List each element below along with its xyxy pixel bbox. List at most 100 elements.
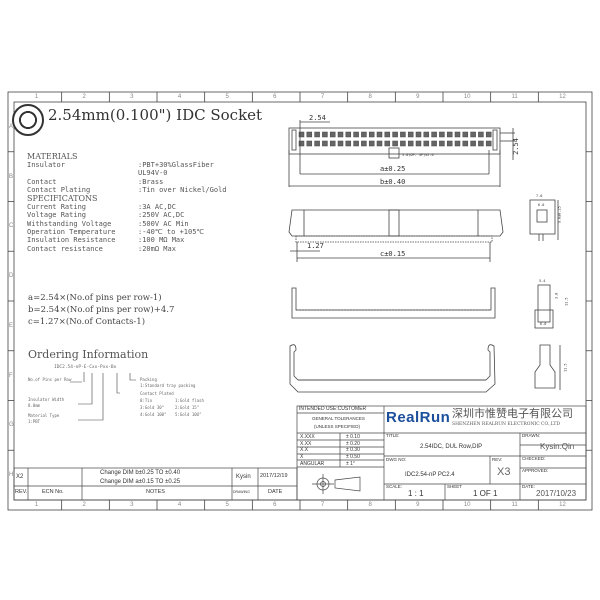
column-label: 4 xyxy=(177,94,182,100)
rev-header: REV. xyxy=(15,489,28,495)
spec-row: Operation Temperature :-40℃ to +105℃ xyxy=(27,228,227,236)
row-label: A xyxy=(9,123,14,130)
dim-side-w1: 7.0 xyxy=(536,194,543,198)
pin-hole xyxy=(345,131,352,138)
note-material: Material Type xyxy=(28,413,60,418)
dim-base-w: 6.0 xyxy=(540,322,547,326)
tolerance-key: X.XXX xyxy=(300,434,315,440)
pin-hole xyxy=(345,140,352,147)
drawing-title: 2.54IDC, DUL Row,DIP xyxy=(420,444,483,450)
formula-c: c=1.27×(No.of Contacts-1) xyxy=(28,317,146,327)
pin-hole xyxy=(485,131,492,138)
plated-option: 0:Tin xyxy=(140,398,153,403)
pin-hole xyxy=(384,140,391,147)
revision-rev: X2 xyxy=(16,474,24,480)
column-label: 3 xyxy=(130,94,134,100)
pin-hole xyxy=(400,140,406,147)
column-label: 11 xyxy=(511,94,518,100)
spec-row: Insulator:PBT+30%GlassFiber xyxy=(27,161,227,169)
dim-pitch: 2.54 xyxy=(309,114,326,122)
tolerance-row: X.XX± 0.20 xyxy=(300,441,384,448)
company-chinese: 深圳市惟赞电子有限公司 xyxy=(452,407,573,420)
pin-hole xyxy=(446,131,453,138)
pin-hole xyxy=(329,140,336,147)
specifications-heading: SPECIFICATONS xyxy=(27,194,98,204)
pin-hole xyxy=(322,140,328,147)
row-label: G xyxy=(9,422,14,429)
spec-value: :3A AC,DC xyxy=(138,203,176,212)
column-label: 7 xyxy=(320,502,325,508)
note-plated: Contact Plated xyxy=(140,391,174,396)
spec-value: :-40℃ to +105℃ xyxy=(138,228,205,237)
column-label: 12 xyxy=(559,94,566,100)
row-label: B xyxy=(9,173,14,180)
revision-block xyxy=(13,467,298,501)
spec-value: :PBT+30%GlassFiber xyxy=(138,161,214,169)
spec-row: Voltage Rating:250V AC,DC xyxy=(27,211,227,219)
spec-value: :20mΩ Max xyxy=(138,244,176,253)
spec-row: Contact:Brass xyxy=(27,178,227,186)
bottom-view-2 xyxy=(289,344,561,393)
drawn-label: DRAWN: xyxy=(522,433,541,438)
spec-label: Operation Temperature xyxy=(27,228,116,237)
dim-bottom-h: 11.5 xyxy=(563,363,568,372)
pin-hole xyxy=(478,131,484,138)
spec-label: Contact resistance xyxy=(27,244,103,253)
tolerance-row: ANGULAR± 1° xyxy=(300,461,384,468)
spec-label: Withstanding Voltage xyxy=(27,219,112,228)
plated-option: 1:Gold flash xyxy=(175,398,204,403)
plated-option: 2:Gold 15" xyxy=(175,405,200,410)
column-label: 4 xyxy=(177,502,182,508)
page-title: 2.54mm(0.100") IDC Socket xyxy=(48,106,263,124)
pin-hole xyxy=(314,131,320,138)
spec-value: :Tin over Nickel/Gold xyxy=(138,185,227,194)
ordering-leaders xyxy=(70,372,136,421)
pin-hole xyxy=(431,140,437,147)
tolerance-key: X.X xyxy=(300,447,309,454)
column-label: 3 xyxy=(130,502,134,508)
pin-hole xyxy=(329,131,336,138)
dim-half-pitch: 1.27 xyxy=(307,242,324,250)
dwg-label: DWG NO: xyxy=(386,457,407,462)
tolerance-row: X.XXX± 0.10 xyxy=(300,434,384,441)
side-view xyxy=(529,199,559,241)
date-value: 2017/10/23 xyxy=(536,489,577,498)
tolerance-value: ± 0.30 xyxy=(346,447,360,454)
column-label: 12 xyxy=(559,502,566,508)
column-label: 10 xyxy=(463,94,471,100)
dim-key: 5.0(OP. 4P)±2.0 xyxy=(402,153,434,157)
column-label: 2 xyxy=(82,502,86,508)
column-label: 6 xyxy=(273,94,277,100)
spec-row: Current Rating:3A AC,DC xyxy=(27,203,227,211)
formula-a: a=2.54×(No.of pins per row-1) xyxy=(28,293,162,303)
checked-label: CHECKED: xyxy=(522,456,546,461)
pin-hole xyxy=(384,131,391,138)
revision-drawing: Kysin xyxy=(236,474,251,480)
materials-heading: MATERIALS xyxy=(27,152,78,161)
pin-hole xyxy=(353,140,359,147)
pin-hole xyxy=(376,140,383,147)
dim-b: b±0.40 xyxy=(380,178,406,186)
formula-b: b=2.54×(No.of pins per row)+4.7 xyxy=(28,305,175,315)
tolerance-row: X± 0.50 xyxy=(300,454,384,461)
column-label: 9 xyxy=(416,94,420,100)
rev-value: X3 xyxy=(497,466,511,478)
pin-hole xyxy=(368,140,375,147)
column-label: 9 xyxy=(416,502,420,508)
title-label: TITLE: xyxy=(386,433,400,438)
pin-hole xyxy=(407,131,414,138)
spec-label: Insulation Resistance xyxy=(27,236,116,245)
column-label: 5 xyxy=(225,94,229,100)
bottom-view-1 xyxy=(291,284,554,329)
general-tolerances: GENERAL TOLERANCES xyxy=(312,416,365,421)
revision-note-2: Change DIM a±0.15 TO ±0.25 xyxy=(100,479,181,485)
notes-header: NOTES xyxy=(146,489,165,495)
top-view xyxy=(288,120,515,187)
plated-option: 5:Gold 10U" xyxy=(175,412,202,417)
note-insulator-value: 8.0mm xyxy=(28,403,41,408)
tolerance-key: X xyxy=(300,454,304,461)
revision-note-1: Change DIM b±0.25 TO ±0.40 xyxy=(100,470,181,476)
dim-row-pitch: 2.54 xyxy=(511,138,520,155)
spec-label: Voltage Rating xyxy=(27,211,87,220)
